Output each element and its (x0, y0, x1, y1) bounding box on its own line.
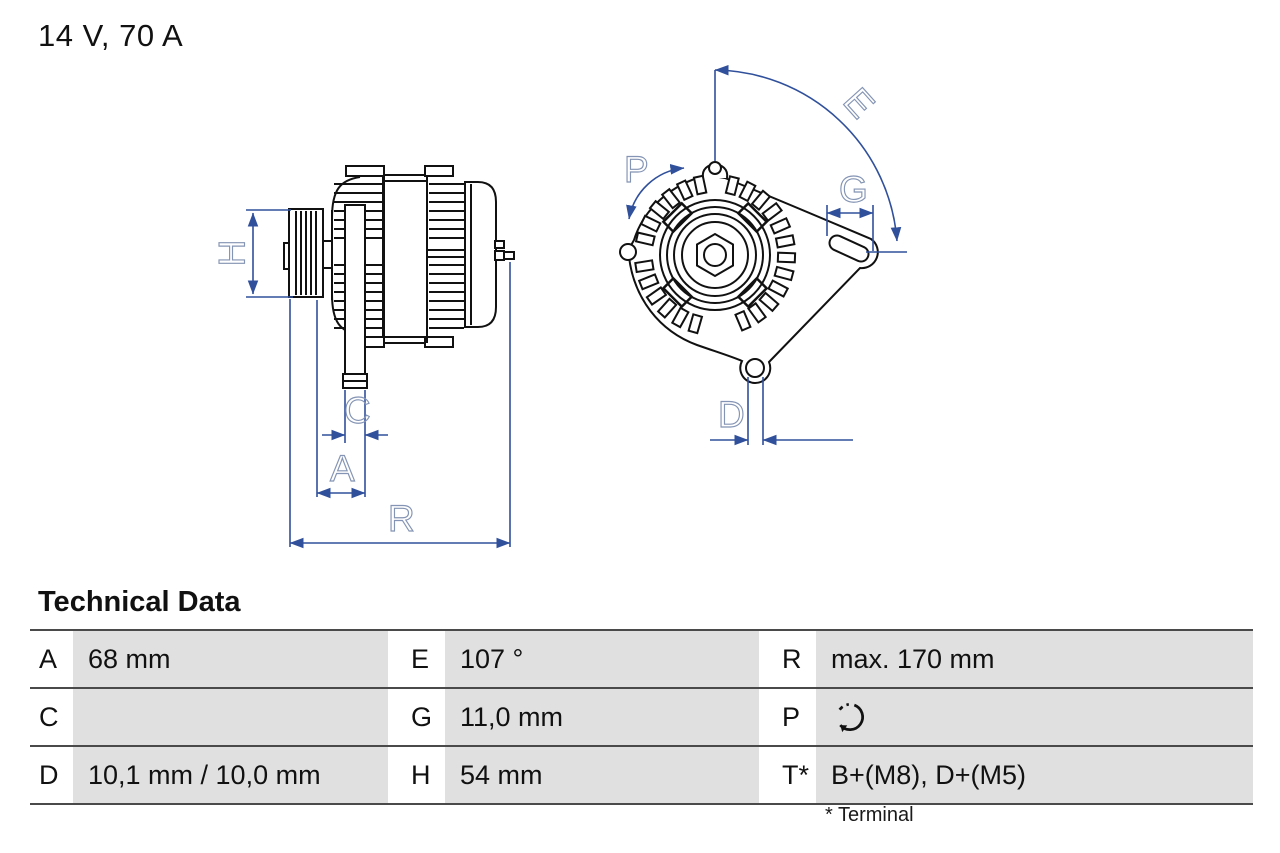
terminal-studs (494, 240, 515, 261)
dim-key-A: A (39, 643, 58, 674)
side-lug (619, 243, 637, 261)
table-row: C G 11,0 mm P (30, 687, 1253, 745)
shaft-nut (696, 232, 734, 278)
dimension-label-H: H (212, 240, 253, 267)
dim-key-H: H (411, 759, 431, 790)
side-view-drawing (283, 165, 515, 389)
dimension-P: P (623, 148, 685, 220)
dimension-label-D: D (718, 394, 745, 435)
dimension-D: D (710, 377, 853, 446)
dim-key-R: R (782, 643, 802, 674)
dim-value-E: 107 ° (445, 631, 759, 687)
page-title: 14 V, 70 A (38, 18, 184, 53)
dimension-G: G (826, 168, 874, 251)
dim-value-D: 10,1 mm / 10,0 mm (73, 747, 388, 803)
top-mounting-hole (708, 161, 722, 175)
dim-key-P: P (782, 701, 801, 732)
pulley (283, 208, 324, 298)
dim-key-D: D (39, 759, 59, 790)
terminal-footnote: * Terminal (825, 804, 914, 826)
table-row: A 68 mm E 107 ° R max. 170 mm (30, 629, 1253, 687)
dim-value-A: 68 mm (73, 631, 388, 687)
dimension-H: H (211, 209, 293, 298)
dimension-R: R (289, 262, 511, 549)
dimension-label-E: E (836, 80, 883, 126)
dimension-label-A: A (330, 448, 355, 489)
adjustment-slot (828, 234, 870, 263)
dim-value-P (816, 689, 1253, 745)
dimension-A: A (316, 300, 366, 499)
dim-key-C: C (39, 701, 59, 732)
technical-drawing: H C A R (211, 64, 907, 549)
dimension-label-G: G (839, 169, 868, 210)
bottom-mounting-hole (745, 358, 765, 378)
mounting-arm (344, 204, 366, 378)
dim-key-G: G (411, 701, 433, 732)
dim-value-T: B+(M8), D+(M5) (816, 747, 1253, 803)
dimension-label-C: C (344, 390, 371, 431)
dimension-C: C (322, 389, 388, 497)
table-row: D 10,1 mm / 10,0 mm H 54 mm T* B+(M8), D… (30, 745, 1253, 803)
dim-value-C (73, 689, 388, 745)
dim-value-H: 54 mm (445, 747, 759, 803)
dim-key-T: T* (782, 759, 809, 790)
dim-value-G: 11,0 mm (445, 689, 759, 745)
rotation-arrow-icon (838, 703, 864, 733)
dimension-label-P: P (624, 149, 649, 190)
dim-key-E: E (411, 643, 430, 674)
technical-data-heading: Technical Data (38, 586, 241, 618)
dimension-label-R: R (388, 498, 415, 539)
technical-data-table: A 68 mm E 107 ° R max. 170 mm C G 11,0 m… (30, 629, 1253, 805)
dim-value-R: max. 170 mm (816, 631, 1253, 687)
